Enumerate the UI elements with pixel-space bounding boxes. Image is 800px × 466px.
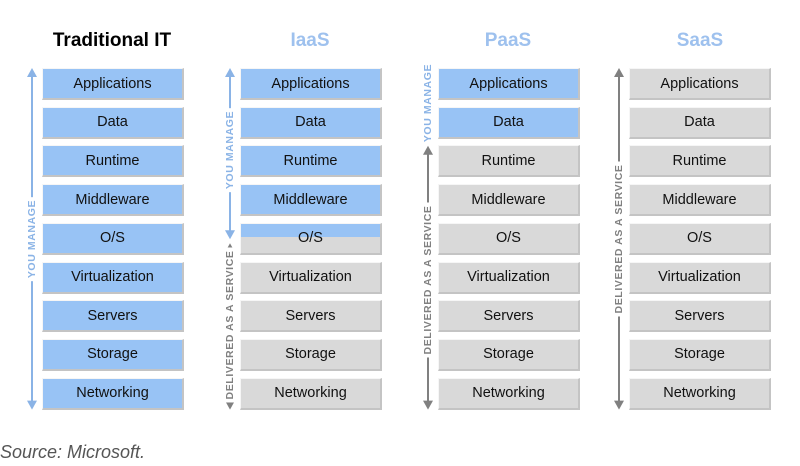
iaas-layer-networking: Networking <box>240 377 382 410</box>
saas-layer-servers: Servers <box>629 300 771 333</box>
paas-layer-applications: Applications <box>438 68 580 100</box>
traditional-it-layer-applications: Applications <box>42 68 184 100</box>
traditional-it-layer-middleware: Middleware <box>42 184 184 217</box>
traditional-it-layer-storage: Storage <box>42 338 184 371</box>
saas-layer-runtime: Runtime <box>629 145 771 178</box>
source-caption: Source: Microsoft. <box>0 442 146 462</box>
iaas-layer-storage: Storage <box>240 338 382 371</box>
saas-layer-data: Data <box>629 106 771 139</box>
saas-layer-virtualization: Virtualization <box>629 261 771 294</box>
saas-layer-storage: Storage <box>629 338 771 371</box>
iaas-layer-middleware: Middleware <box>240 184 382 217</box>
iaas-layer-applications: Applications <box>240 68 382 100</box>
paas-layer-storage: Storage <box>438 338 580 371</box>
paas-layer-middleware: Middleware <box>438 184 580 217</box>
paas-layer-runtime: Runtime <box>438 145 580 178</box>
paas-layer-o-s: O/S <box>438 222 580 255</box>
saas-layer-o-s: O/S <box>629 222 771 255</box>
iaas-layer-o-s: O/S <box>240 222 382 255</box>
paas-delivered-label: DELIVERED AS A SERVICE <box>422 202 434 358</box>
iaas-title: IaaS <box>290 30 330 51</box>
traditional-it-you-manage-label: YOU MANAGE <box>26 196 38 281</box>
iaas-layer-servers: Servers <box>240 300 382 333</box>
traditional-it-layer-virtualization: Virtualization <box>42 261 184 294</box>
paas-layer-data: Data <box>438 106 580 139</box>
saas-layer-networking: Networking <box>629 377 771 410</box>
saas-delivered-label: DELIVERED AS A SERVICE <box>613 161 625 317</box>
paas-you-manage-label: YOU MANAGE <box>422 60 434 146</box>
traditional-it-title: Traditional IT <box>52 30 172 51</box>
traditional-it-layer-runtime: Runtime <box>42 145 184 178</box>
traditional-it-layer-o-s: O/S <box>42 222 184 255</box>
paas-title: PaaS <box>484 30 532 51</box>
iaas-layer-data: Data <box>240 106 382 139</box>
saas-layer-middleware: Middleware <box>629 184 771 217</box>
saas-title: SaaS <box>676 30 724 51</box>
iaas-delivered-label: DELIVERED AS A SERVICE <box>224 247 236 403</box>
iaas-layer-runtime: Runtime <box>240 145 382 178</box>
saas-layer-applications: Applications <box>629 68 771 100</box>
paas-layer-virtualization: Virtualization <box>438 261 580 294</box>
iaas-layer-virtualization: Virtualization <box>240 261 382 294</box>
paas-layer-networking: Networking <box>438 377 580 410</box>
traditional-it-layer-data: Data <box>42 106 184 139</box>
iaas-you-manage-label: YOU MANAGE <box>224 107 236 193</box>
traditional-it-layer-servers: Servers <box>42 300 184 333</box>
paas-layer-servers: Servers <box>438 300 580 333</box>
traditional-it-layer-networking: Networking <box>42 377 184 410</box>
